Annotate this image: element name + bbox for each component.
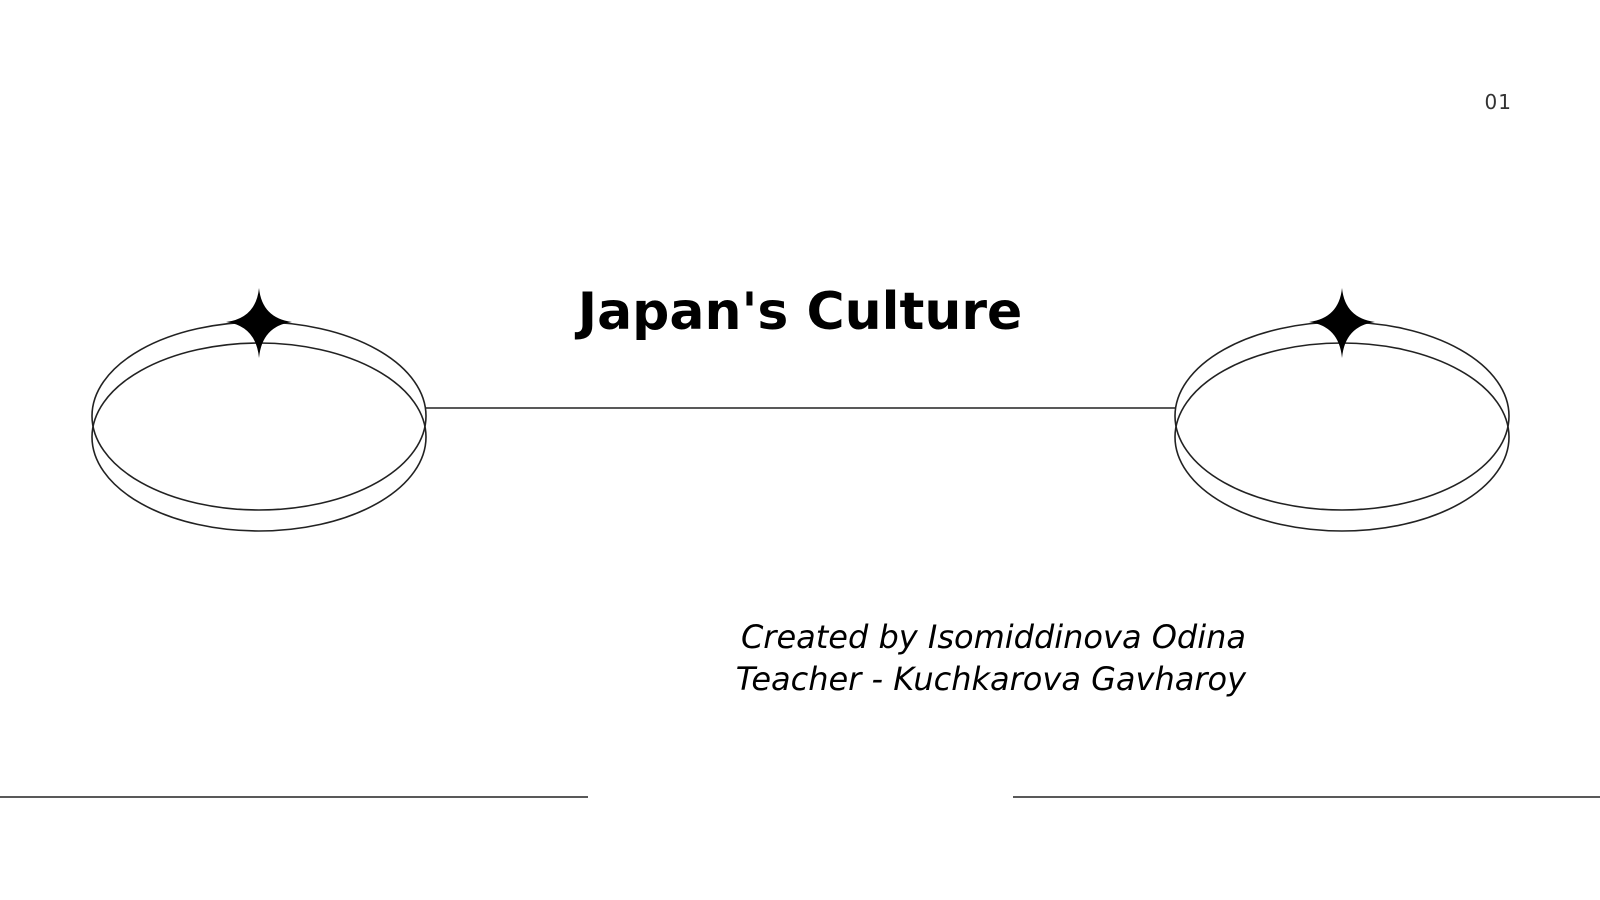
teacher-text: Teacher - Kuchkarova Gavharoy	[735, 660, 1246, 698]
credits-block: Created by Isomiddinova Odina Teacher - …	[736, 616, 1246, 700]
slide-title: Japan's Culture	[577, 282, 1023, 342]
slide-number: 01	[1484, 90, 1512, 114]
created-by-text: Created by Isomiddinova Odina	[740, 618, 1246, 656]
left-sparkle-star-icon	[226, 288, 292, 358]
right-sparkle-star-icon	[1309, 288, 1375, 358]
